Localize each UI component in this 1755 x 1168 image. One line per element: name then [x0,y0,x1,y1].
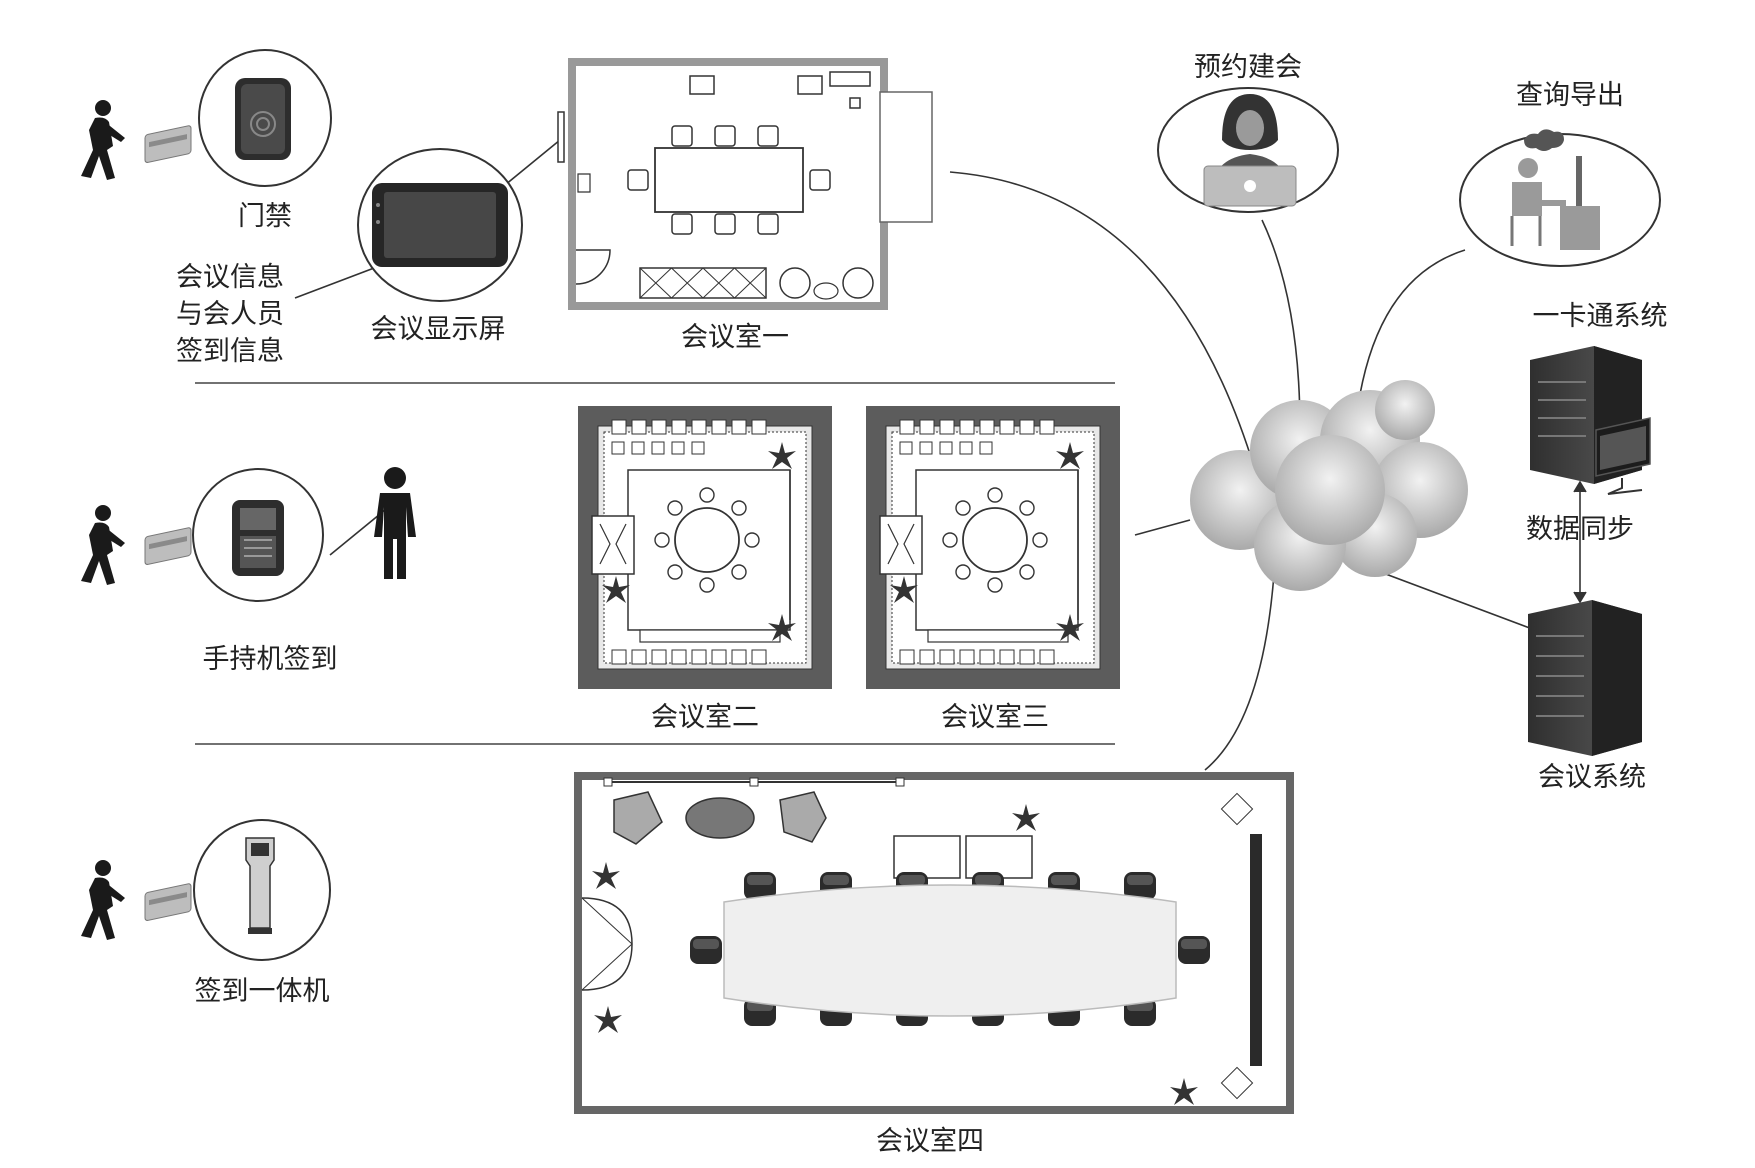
booking-label: 预约建会 [1194,52,1302,83]
handheld-device-icon [232,500,284,576]
sync-arrow-down [1573,591,1587,604]
link-display-room1 [504,139,561,186]
display-screen-label: 会议显示屏 [371,314,506,345]
cloud-icon [1190,380,1468,591]
kiosk-label: 签到一体机 [195,976,330,1007]
link-booking-cloud [1261,219,1301,431]
card-reader-icon [235,78,291,160]
room4-floorplan: 会议室四 [574,772,1294,1157]
meeting-info-line-1: 会议信息 [176,262,284,293]
room1-sofa [879,91,933,223]
display-screen-group: 会议显示屏 [357,148,523,345]
card-icon-2 [144,526,192,566]
meeting-system-group: 会议系统 [1528,600,1646,793]
handheld-label: 手持机签到 [203,644,338,675]
door-access-label: 门禁 [238,201,292,232]
room3-label: 会议室三 [941,702,1049,733]
link-room4-cloud [1204,559,1276,771]
query-export-label: 查询导出 [1516,80,1624,111]
room1-panel [557,111,565,163]
meeting-info-line-2: 与会人员 [176,299,284,330]
display-icon [372,183,508,267]
sync-arrow-up [1573,480,1587,493]
link-room23-cloud [1134,519,1191,536]
link-cloud-meeting-system [1374,569,1536,631]
room1-table [654,147,804,213]
server-icon-meeting-system [1528,600,1642,756]
room1-label: 会议室一 [681,322,789,353]
walking-person-icon-2 [81,505,125,585]
door-access-group: 门禁 [81,49,332,232]
walking-person-icon-3 [81,860,125,940]
room1-cabinet [639,267,767,299]
room3-floorplan: 会议室三 [866,406,1120,733]
standing-person-icon [374,467,416,579]
walking-person-icon-1 [81,100,125,180]
link-handheld-person [329,509,386,556]
room4-armchair-1 [613,791,663,845]
room2-label: 会议室二 [651,702,759,733]
card-system-label: 一卡通系统 [1533,301,1668,332]
card-icon-3 [144,882,192,922]
room1-door [575,249,611,285]
room4-armchair-2 [779,791,827,843]
booking-group: 预约建会 [1157,52,1339,213]
link-room1-cloud [949,171,1256,471]
kiosk-icon [245,837,275,934]
room4-rug [685,797,755,839]
query-group: 查询导出 [1459,80,1661,267]
room1-ac [829,71,871,87]
room1-fan-1 [689,75,715,95]
query-user-icon [1510,129,1600,250]
meeting-info-line-3: 签到信息 [176,336,284,367]
handheld-group: 手持机签到 [81,467,416,675]
card-system-group: 一卡通系统 [1530,301,1668,495]
room4-table [723,884,1177,1017]
server-icon-card-system [1530,346,1651,495]
user-icon [1203,94,1297,207]
room1-fan-2 [797,75,823,95]
kiosk-group: 签到一体机 [81,819,331,1007]
meeting-info-group: 会议信息 与会人员 签到信息 [176,262,284,367]
data-sync-label: 数据同步 [1526,514,1634,545]
meeting-system-label: 会议系统 [1538,762,1646,793]
card-icon-1 [144,124,192,164]
room4-screen [1250,834,1262,1066]
room2-floorplan: 会议室二 [578,406,832,733]
room4-label: 会议室四 [876,1126,984,1157]
room1-floorplan: 会议室一 [557,58,933,353]
